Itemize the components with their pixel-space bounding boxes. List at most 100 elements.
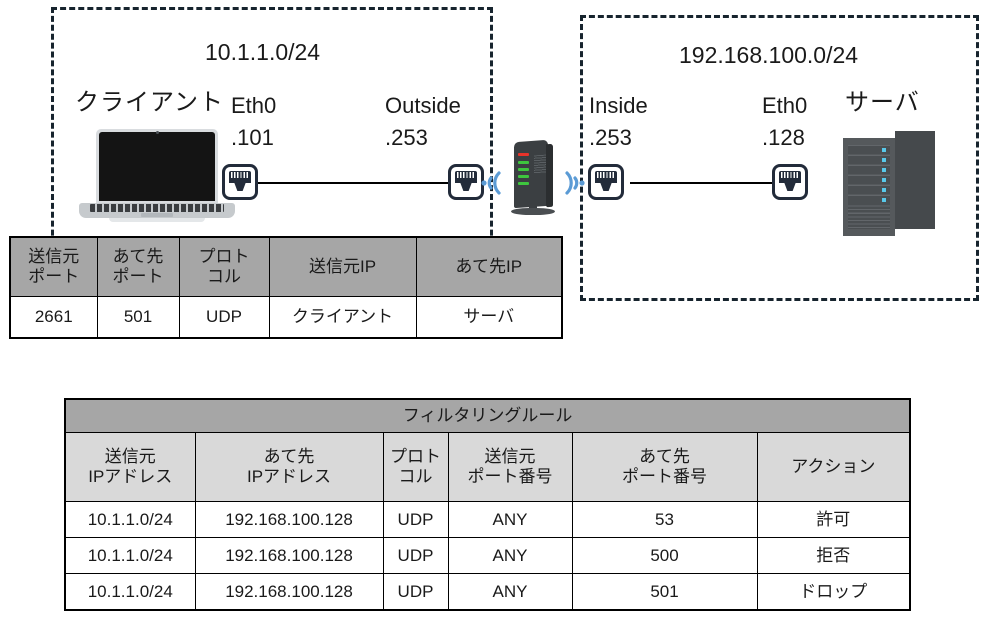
router-led-status-3 — [518, 175, 529, 178]
network-label-left: 10.1.1.0/24 — [205, 39, 321, 65]
server-drive-bay — [848, 195, 890, 204]
router-led-status-4 — [518, 182, 529, 185]
laptop-webcam-icon — [155, 131, 159, 134]
packet-cell-dst-port: 501 — [96, 296, 180, 339]
rules-cell-dst-port: 500 — [571, 537, 758, 574]
server-vents — [848, 203, 890, 229]
rules-col-protocol: プロト コル — [382, 432, 449, 502]
router-stand — [511, 208, 555, 215]
rules-cell-protocol: UDP — [382, 573, 449, 611]
rules-table-title: フィルタリングルール — [64, 398, 911, 433]
rules-cell-src-port: ANY — [447, 501, 573, 538]
rules-cell-src-port: ANY — [447, 537, 573, 574]
rules-cell-action: 許可 — [756, 501, 911, 538]
link-router-to-server — [630, 182, 774, 184]
server-led — [882, 168, 886, 172]
router-inside-interface-label: Inside — [589, 93, 648, 118]
laptop-screen — [99, 132, 215, 201]
rules-col-dst-ip: あて先 IPアドレス — [194, 432, 384, 502]
rules-col-dst-port: あて先 ポート番号 — [571, 432, 758, 502]
server-ip-label: .128 — [762, 125, 805, 150]
router-chassis — [514, 139, 548, 209]
router-outside-ip-label: .253 — [385, 125, 428, 150]
router-vent — [534, 154, 546, 174]
rules-cell-dst-ip: 192.168.100.128 — [194, 573, 384, 611]
packet-header-table: 送信元 ポート あて先 ポート プロト コル 送信元IP あて先IP 2661 … — [9, 236, 563, 339]
packet-col-src-ip: 送信元IP — [268, 236, 417, 297]
router-side-panel — [546, 143, 553, 208]
network-label-right: 192.168.100.0/24 — [679, 42, 859, 68]
server-drive-bay — [848, 175, 890, 184]
server-drive-bay — [848, 145, 890, 154]
rules-cell-dst-port: 501 — [571, 573, 758, 611]
rj45-tab — [600, 182, 612, 191]
rj45-tab — [784, 182, 796, 191]
table-header-row: 送信元 ポート あて先 ポート プロト コル 送信元IP あて先IP — [9, 236, 563, 297]
rules-cell-src-port: ANY — [447, 573, 573, 611]
server-led — [882, 178, 886, 182]
packet-col-dst-ip: あて先IP — [415, 236, 563, 297]
laptop-touchpad — [141, 213, 173, 217]
rules-cell-action: ドロップ — [756, 573, 911, 611]
router-outside-interface-label: Outside — [385, 93, 461, 118]
server-label: サーバ — [845, 89, 920, 116]
rj45-jack-icon — [588, 164, 624, 200]
server-led — [882, 158, 886, 162]
wireless-router-icon — [505, 139, 563, 219]
rj45-pins — [457, 172, 475, 178]
rules-cell-dst-ip: 192.168.100.128 — [194, 537, 384, 574]
server-drive-bay — [848, 155, 890, 164]
server-led — [882, 148, 886, 152]
router-led-power — [518, 153, 529, 156]
table-row: 10.1.1.0/24 192.168.100.128 UDP ANY 500 … — [64, 537, 911, 574]
rj45-jack-icon — [772, 164, 808, 200]
packet-cell-dst-ip: サーバ — [415, 296, 563, 339]
packet-col-src-port: 送信元 ポート — [9, 236, 98, 297]
table-title-row: フィルタリングルール — [64, 398, 911, 433]
packet-col-dst-port: あて先 ポート — [96, 236, 180, 297]
client-label: クライアント — [75, 89, 225, 116]
server-led — [882, 188, 886, 192]
rj45-pins — [597, 172, 615, 178]
packet-cell-src-ip: クライアント — [268, 296, 417, 339]
router-led-status-1 — [518, 161, 529, 164]
client-interface-label: Eth0 — [231, 93, 277, 118]
rules-cell-src-ip: 10.1.1.0/24 — [64, 573, 196, 611]
rj45-pins — [781, 172, 799, 178]
table-header-row: 送信元 IPアドレス あて先 IPアドレス プロト コル 送信元 ポート番号 あ… — [64, 432, 911, 502]
table-row: 10.1.1.0/24 192.168.100.128 UDP ANY 501 … — [64, 573, 911, 611]
rj45-pins — [231, 172, 249, 178]
server-drive-bay — [848, 185, 890, 194]
wifi-signal-icon — [481, 171, 501, 195]
rj45-jack-icon — [222, 164, 258, 200]
router-inside-ip-label: .253 — [589, 125, 632, 150]
rules-cell-protocol: UDP — [382, 537, 449, 574]
server-led — [882, 198, 886, 202]
rules-cell-src-ip: 10.1.1.0/24 — [64, 501, 196, 538]
laptop-keyboard — [90, 204, 224, 212]
rules-cell-src-ip: 10.1.1.0/24 — [64, 537, 196, 574]
rules-cell-protocol: UDP — [382, 501, 449, 538]
router-neck — [529, 204, 537, 211]
rules-col-src-ip: 送信元 IPアドレス — [64, 432, 196, 502]
rules-cell-dst-port: 53 — [571, 501, 758, 538]
packet-cell-src-port: 2661 — [9, 296, 98, 339]
laptop-screen-bezel — [96, 129, 218, 203]
filtering-rules-table: フィルタリングルール 送信元 IPアドレス あて先 IPアドレス プロト コル … — [64, 398, 912, 611]
link-client-to-router — [258, 182, 454, 184]
router-led-status-2 — [518, 168, 529, 171]
laptop-foot — [109, 218, 205, 222]
server-interface-label: Eth0 — [762, 93, 808, 118]
server-tower-icon — [843, 131, 935, 236]
rules-cell-action: 拒否 — [756, 537, 911, 574]
packet-cell-protocol: UDP — [178, 296, 270, 339]
rules-cell-dst-ip: 192.168.100.128 — [194, 501, 384, 538]
rules-col-src-port: 送信元 ポート番号 — [447, 432, 573, 502]
server-side-panel — [895, 131, 935, 229]
laptop-icon — [79, 129, 235, 225]
wifi-signal-icon — [565, 171, 585, 195]
table-row: 10.1.1.0/24 192.168.100.128 UDP ANY 53 許… — [64, 501, 911, 538]
rj45-tab — [234, 182, 246, 191]
table-row: 2661 501 UDP クライアント サーバ — [9, 296, 563, 339]
rules-col-action: アクション — [756, 432, 911, 502]
